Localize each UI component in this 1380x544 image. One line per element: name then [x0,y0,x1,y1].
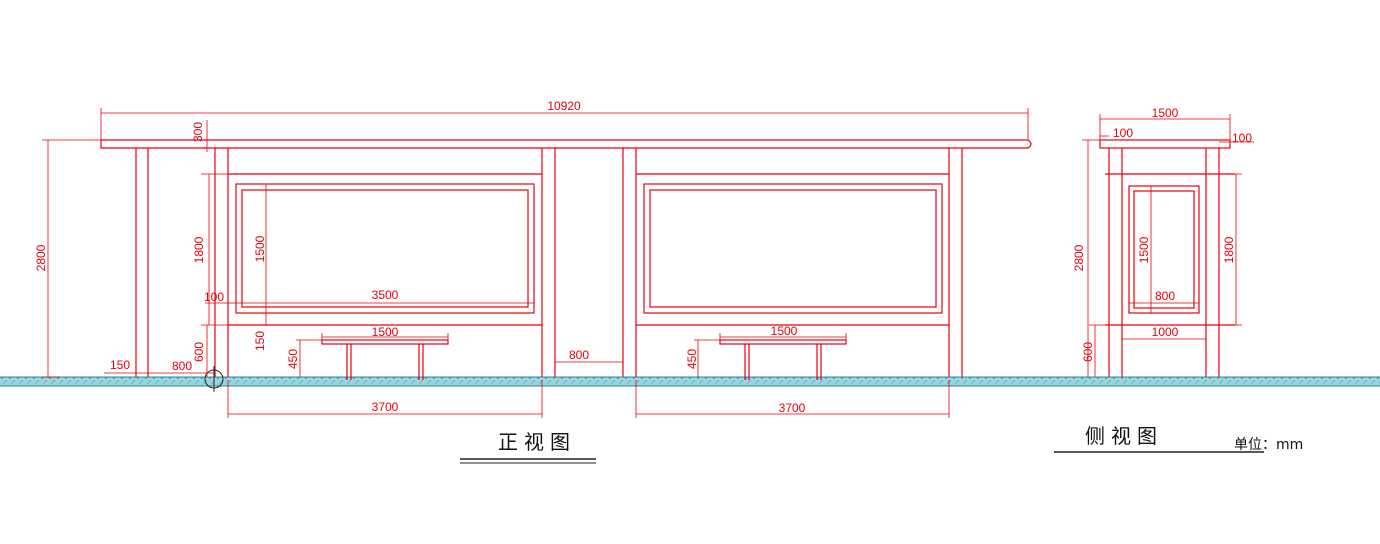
left-display-panel [235,183,535,314]
dim-panel-side-gap: 100 [204,290,224,304]
dim-panel-bottom-gap: 150 [253,331,267,351]
dim-seat-height-left: 450 [286,349,300,369]
dim-roof-thickness: 300 [191,122,205,142]
right-display-panel [643,183,943,314]
unit-label: 单位：mm [1234,437,1303,453]
front-view-title: 正视图 [498,430,576,454]
dim-panel-frame-height: 1800 [192,236,206,263]
dim-bay-width-left: 3700 [372,400,399,414]
side-display-panel [1128,185,1200,314]
dim-side-frame-height: 1800 [1222,236,1236,263]
dim-panel-height: 1500 [253,235,267,262]
dim-middle-gap: 800 [569,348,589,362]
dim-total-length: 10920 [547,99,581,113]
dim-side-frame-width: 1000 [1152,325,1179,339]
dim-bay-width-right: 3700 [779,401,806,415]
dim-seat-width-left: 1500 [372,325,399,339]
dim-side-height: 2800 [1072,244,1086,271]
dim-panel-width: 3500 [372,288,399,302]
dim-seat-height-right: 450 [685,349,699,369]
dim-side-overhang-left: 100 [1113,126,1133,140]
dim-side-overhang-right: 100 [1232,131,1252,145]
dim-side-roof-width: 1500 [1152,106,1179,120]
side-view-title: 侧视图 [1085,424,1163,448]
dim-side-base-height: 600 [1081,342,1095,362]
dim-post-width: 150 [110,358,130,372]
dim-cantilever: 800 [172,359,192,373]
side-roof [1099,139,1231,149]
front-view-structure [100,139,1032,392]
dim-front-height: 2800 [34,244,48,271]
ground-line [0,376,1380,387]
side-view-dimension-lines [1082,114,1254,377]
side-view-structure [1099,139,1235,377]
dim-seat-width-right: 1500 [771,324,798,338]
dim-side-panel-width: 800 [1155,289,1175,303]
front-view-dimension-lines [42,108,1029,418]
left-bench [321,339,449,380]
right-bench [719,339,847,380]
roof [100,139,1032,149]
dim-panel-base-height: 600 [192,342,206,362]
dim-side-panel-height: 1500 [1137,236,1151,263]
